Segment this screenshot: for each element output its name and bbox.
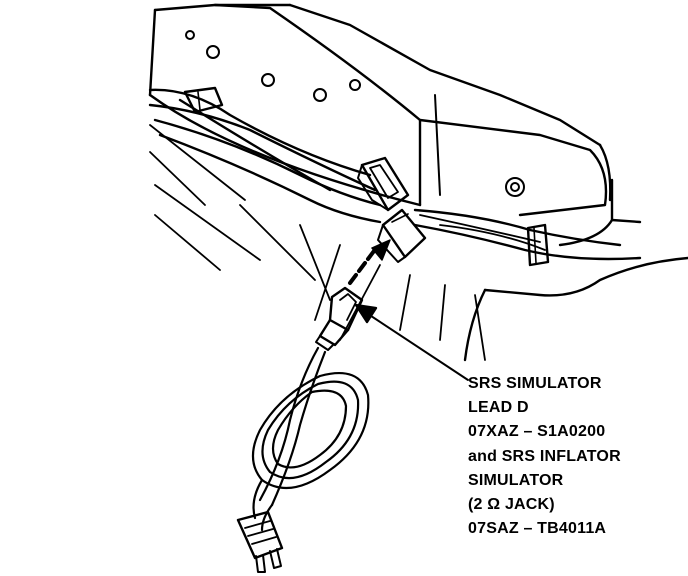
wire-harness (148, 86, 642, 267)
panel-holes (185, 30, 525, 197)
simulator-callout-label: SRS SIMULATOR LEAD D 07XAZ – S1A0200 and… (468, 372, 683, 541)
connect-arrow (348, 239, 391, 285)
vehicle-connector-upper (357, 156, 410, 212)
callout-leader (354, 303, 469, 381)
callout-line-part-number-inflator: 07SAZ – TB4011A (468, 520, 607, 538)
floor-lines (149, 124, 486, 361)
coiled-cable (251, 346, 370, 532)
callout-line-jack: (2 Ω JACK) (468, 496, 555, 514)
callout-line-simulator: SIMULATOR (468, 471, 564, 489)
simulator-connector (315, 286, 364, 351)
callout-line-title: SRS SIMULATOR (468, 375, 602, 392)
dash-panel (148, 3, 688, 362)
vehicle-connector-lower (377, 208, 427, 263)
jack-plug (236, 510, 284, 573)
callout-line-inflator: and SRS INFLATOR (468, 447, 621, 465)
callout-line-lead: LEAD D (468, 399, 529, 417)
callout-line-part-number-lead: 07XAZ – S1A0200 (468, 423, 606, 441)
